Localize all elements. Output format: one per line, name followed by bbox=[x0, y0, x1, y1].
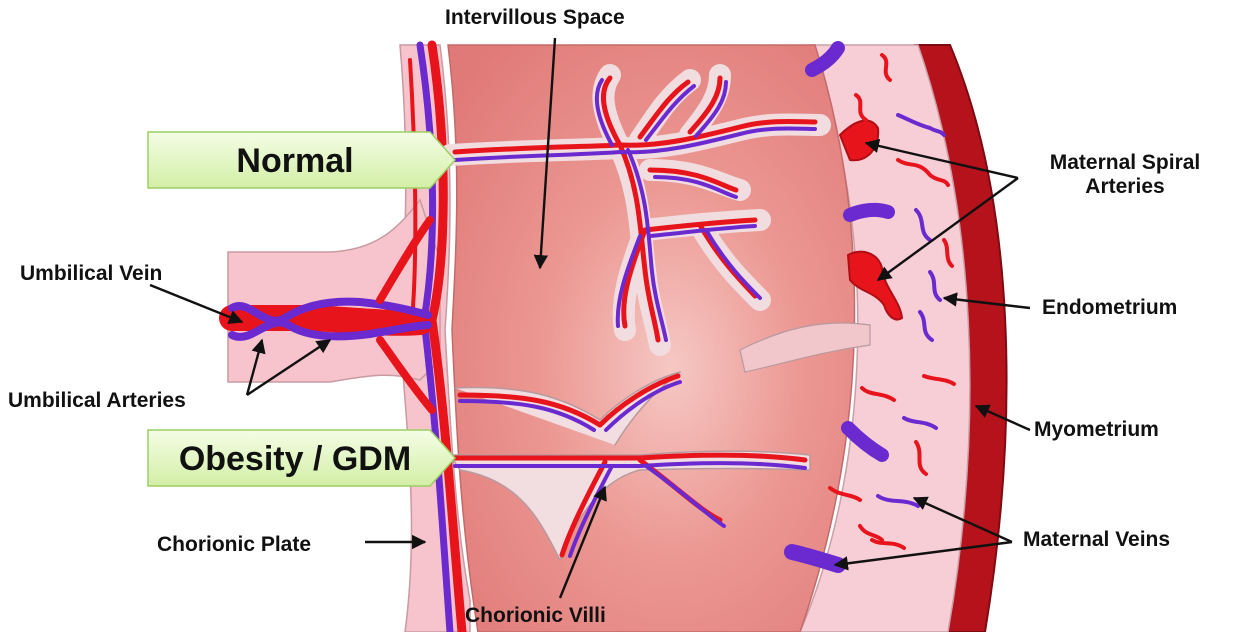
label-maternal-spiral-arteries-line2: Arteries bbox=[1030, 175, 1220, 199]
label-intervillous-space: Intervillous Space bbox=[445, 6, 625, 30]
banner-normal-label: Normal bbox=[236, 142, 353, 180]
umbilical-cord bbox=[228, 200, 440, 382]
banner-normal: Normal bbox=[148, 132, 455, 188]
label-umbilical-arteries: Umbilical Arteries bbox=[8, 389, 186, 413]
label-maternal-spiral-arteries: Maternal Spiral Arteries bbox=[1030, 151, 1220, 199]
banner-obesity-gdm: Obesity / GDM bbox=[148, 430, 455, 486]
label-umbilical-vein: Umbilical Vein bbox=[20, 262, 162, 286]
label-myometrium: Myometrium bbox=[1034, 418, 1159, 442]
label-maternal-veins: Maternal Veins bbox=[1023, 528, 1170, 552]
label-chorionic-villi: Chorionic Villi bbox=[465, 604, 606, 628]
label-chorionic-plate: Chorionic Plate bbox=[157, 533, 311, 557]
banner-obesity-gdm-label: Obesity / GDM bbox=[179, 440, 411, 478]
label-endometrium: Endometrium bbox=[1042, 296, 1177, 320]
label-maternal-spiral-arteries-line1: Maternal Spiral bbox=[1030, 151, 1220, 175]
